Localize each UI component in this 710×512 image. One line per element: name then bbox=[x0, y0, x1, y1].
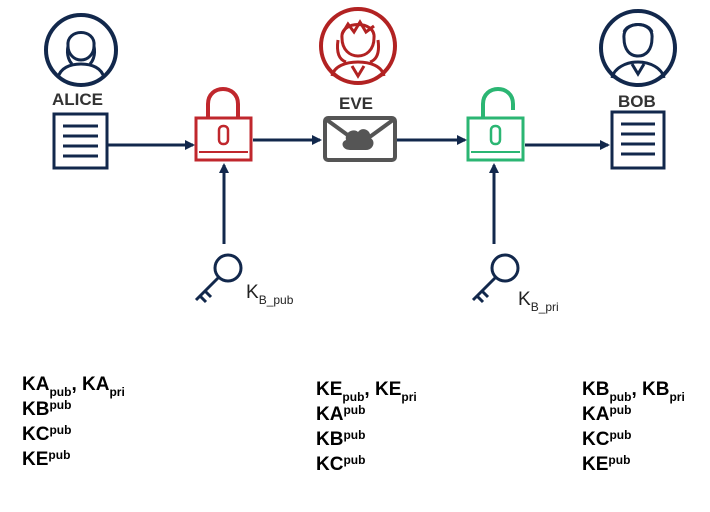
key-name: KB bbox=[582, 379, 610, 400]
public-key-sub: B_pub bbox=[258, 293, 294, 307]
eve-keyring-row: KCpub bbox=[316, 452, 417, 477]
alice-label: ALICE bbox=[52, 90, 103, 109]
key-name: KE bbox=[582, 454, 609, 475]
public-key-label: KB_pub bbox=[246, 282, 293, 307]
decrypt-lock-icon bbox=[466, 87, 525, 162]
key-separator: , bbox=[364, 379, 375, 400]
private-key-sub: B_pri bbox=[530, 300, 559, 314]
key-qualifier: pub bbox=[342, 390, 365, 404]
bob-label: BOB bbox=[618, 92, 656, 111]
public-key-icon bbox=[194, 253, 243, 304]
bob-keyring-row: KApub bbox=[582, 402, 685, 427]
key-separator: , bbox=[631, 379, 643, 400]
key-separator: , bbox=[71, 374, 83, 395]
key-qualifier: pri bbox=[109, 385, 125, 399]
envelope-icon bbox=[323, 116, 397, 162]
alice-keyring-row: KApub, KApri bbox=[22, 372, 125, 399]
key-name: KA bbox=[316, 404, 344, 425]
key-qualifier: pub bbox=[49, 398, 72, 412]
alice-avatar-icon bbox=[44, 13, 118, 87]
private-key-label: KB_pri bbox=[518, 289, 559, 314]
key-name: KB bbox=[22, 399, 50, 420]
key-qualifier: pub bbox=[49, 385, 72, 399]
key-name: KA bbox=[22, 374, 50, 395]
key-qualifier: pub bbox=[343, 403, 366, 417]
key-qualifier: pub bbox=[609, 428, 632, 442]
key-name: KB bbox=[316, 429, 344, 450]
eve-keyring-row: KEpub, KEpri bbox=[316, 377, 417, 404]
key-name: KC bbox=[316, 454, 344, 475]
alice-document-icon bbox=[52, 112, 109, 170]
encrypt-lock-icon bbox=[194, 87, 253, 162]
public-key-base: K bbox=[246, 282, 259, 303]
private-key-base: K bbox=[518, 289, 531, 310]
key-name: KE bbox=[22, 449, 49, 470]
key-qualifier: pri bbox=[669, 390, 685, 404]
bob-keyring-row: KBpub, KBpri bbox=[582, 377, 685, 404]
bob-keyring-row: KCpub bbox=[582, 427, 685, 452]
key-name: KC bbox=[582, 429, 610, 450]
key-name: KC bbox=[22, 424, 50, 445]
bob-keyring-row: KEpub bbox=[582, 452, 685, 477]
bob-document-icon bbox=[610, 110, 666, 170]
eve-avatar-icon bbox=[319, 7, 397, 85]
key-qualifier: pub bbox=[343, 428, 366, 442]
alice-keyring-row: KEpub bbox=[22, 447, 125, 472]
alice-keyring-row: KCpub bbox=[22, 422, 125, 447]
key-name: KA bbox=[582, 404, 610, 425]
key-qualifier: pub bbox=[49, 423, 72, 437]
key-qualifier: pub bbox=[48, 448, 71, 462]
alice-keyring-row: KBpub bbox=[22, 397, 125, 422]
key-qualifier: pri bbox=[401, 390, 417, 404]
key-name: KA bbox=[82, 374, 110, 395]
key-name: KE bbox=[374, 379, 402, 400]
key-name: KE bbox=[316, 379, 343, 400]
key-qualifier: pub bbox=[609, 390, 632, 404]
key-qualifier: pub bbox=[343, 453, 366, 467]
bob-avatar-icon bbox=[599, 9, 677, 87]
eve-label: EVE bbox=[339, 94, 374, 113]
key-qualifier: pub bbox=[608, 453, 631, 467]
eve-keyring-row: KBpub bbox=[316, 427, 417, 452]
key-qualifier: pub bbox=[609, 403, 632, 417]
private-key-icon bbox=[471, 253, 520, 304]
eve-keyring-row: KApub bbox=[316, 402, 417, 427]
key-name: KB bbox=[642, 379, 670, 400]
